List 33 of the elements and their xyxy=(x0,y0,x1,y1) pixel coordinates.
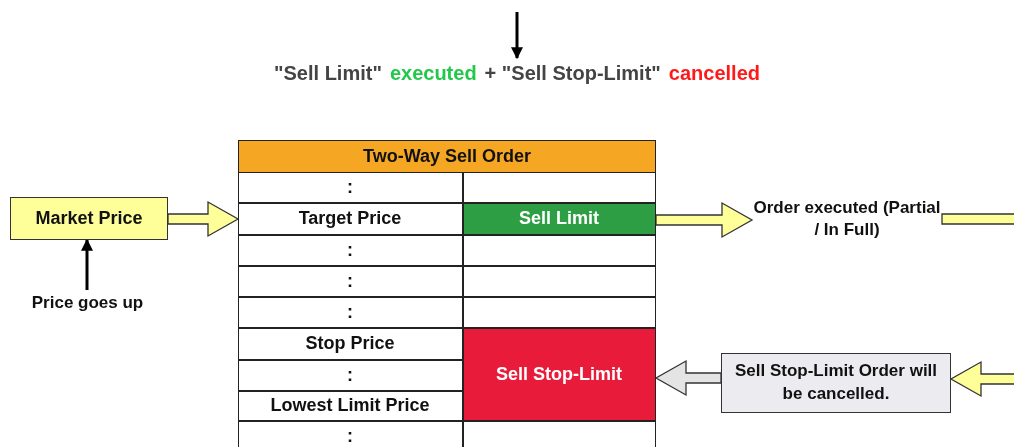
table-cell: Target Price xyxy=(237,202,463,235)
table-cell: : xyxy=(237,265,463,297)
block-arrow xyxy=(654,359,722,397)
note-box: Sell Stop-Limit Order will be cancelled. xyxy=(721,353,951,413)
table-cell: : xyxy=(237,359,463,391)
table-cell: Stop Price xyxy=(237,327,463,360)
table-header: Two-Way Sell Order xyxy=(239,141,655,173)
table-cell: Lowest Limit Price xyxy=(237,390,463,421)
arrow xyxy=(81,238,93,290)
table-cell xyxy=(462,420,656,447)
arrow xyxy=(511,12,523,60)
block-arrow xyxy=(949,360,1014,398)
block-arrow xyxy=(167,200,240,238)
note-text: Price goes up xyxy=(31,291,144,314)
order-type-cell: Sell Limit xyxy=(462,202,656,235)
table-cell: : xyxy=(237,296,463,328)
order-table xyxy=(238,140,656,447)
table-cell xyxy=(462,171,656,203)
caption-text: + "Sell Stop-Limit" xyxy=(484,61,661,85)
caption-text: executed xyxy=(389,61,477,85)
block-arrow xyxy=(655,201,754,239)
block-arrow xyxy=(941,213,1014,225)
table-cell: : xyxy=(237,234,463,266)
table-cell xyxy=(462,296,656,328)
note-text: Order executed (Partial / In Full) xyxy=(752,196,942,241)
table-cell: : xyxy=(237,420,463,447)
caption-text: cancelled xyxy=(668,61,760,85)
table-cell xyxy=(462,234,656,266)
table-cell: : xyxy=(237,171,463,203)
price-box: Market Price xyxy=(10,197,168,240)
caption-text: "Sell Limit" xyxy=(274,61,382,85)
table-cell xyxy=(462,265,656,297)
order-type-cell: Sell Stop-Limit xyxy=(462,327,656,421)
